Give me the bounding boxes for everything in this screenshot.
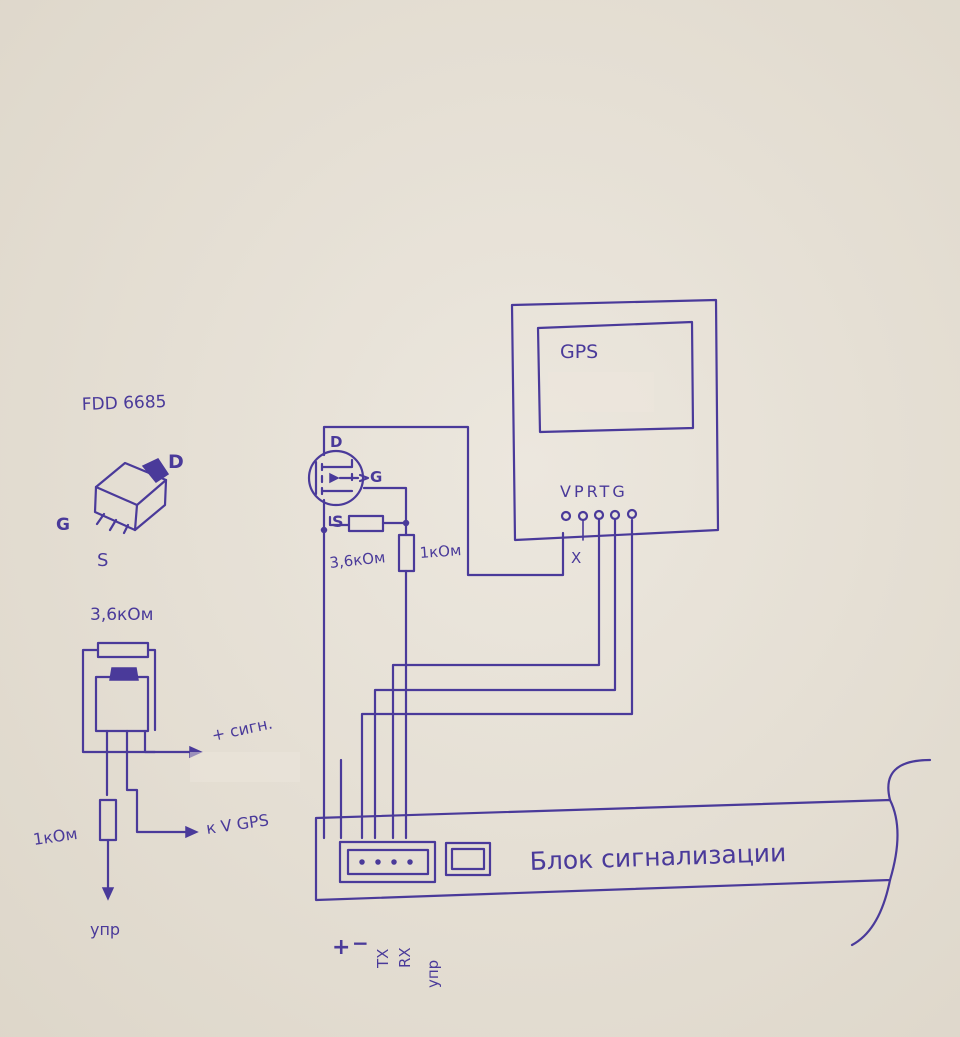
gps-unused-pin-label: X: [571, 549, 581, 567]
pkg-pin-d-label: D: [168, 451, 184, 473]
mosfet-circuit: D G S 3,6кОм 1кОм: [307, 425, 565, 840]
conn-minus-label: −: [352, 931, 369, 955]
gps-to-alarm-wires: [339, 518, 634, 840]
gps-pins-label: VPRTG: [560, 482, 628, 501]
pkg-pin-s-label: S: [97, 550, 108, 571]
mosfet-pin-s-label: S: [332, 512, 344, 531]
conn-rx-label: RX: [396, 947, 414, 968]
mosfet-resistor-a-label: 3,6кОм: [329, 548, 387, 572]
mosfet-pin-d-label: D: [330, 433, 342, 451]
mosfet-resistor-b-label: 1кОм: [419, 541, 462, 562]
conn-tx-label: TX: [374, 949, 392, 969]
pkg-pin-g-label: G: [56, 515, 70, 535]
left-out-ctrl-label: упр: [90, 920, 120, 939]
gps-label: GPS: [560, 341, 598, 363]
mosfet-pin-g-label: G: [370, 468, 382, 486]
connector-pin-labels: + − TX RX упр: [332, 931, 442, 988]
mosfet-package-sketch: FDD 6685 D G S: [56, 392, 184, 571]
conn-plus-label: +: [332, 935, 350, 960]
left-resistor-top-label: 3,6кОм: [90, 605, 154, 625]
conn-ctrl-label: упр: [424, 960, 442, 988]
gps-module: GPS VPRTG X: [510, 298, 720, 567]
part-name-label: FDD 6685: [81, 392, 166, 415]
